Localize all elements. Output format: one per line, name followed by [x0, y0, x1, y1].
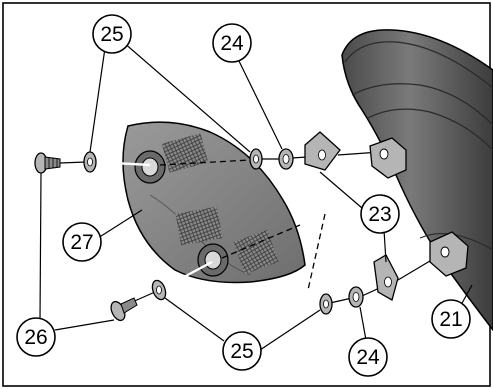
callout-25-bottom: 25 — [222, 331, 262, 371]
bracket-bottom-icon — [429, 231, 469, 277]
washer-25-top-right-icon — [249, 148, 263, 170]
washer-24-top-icon — [278, 148, 294, 170]
bracket-top-icon — [369, 137, 407, 179]
screw-bottom-icon — [110, 297, 138, 322]
callout-23: 23 — [360, 194, 400, 234]
clip-nut-bottom-icon — [373, 254, 399, 301]
clip-nut-top-icon — [304, 131, 341, 171]
assembly-axis-lines — [59, 151, 441, 304]
callout-25-top: 25 — [92, 14, 132, 54]
callout-25-bottom-label: 25 — [230, 340, 253, 363]
callout-26: 26 — [16, 317, 56, 357]
washer-25-top-left-icon — [83, 151, 97, 173]
callout-21-label: 21 — [439, 308, 462, 331]
callout-24-top: 24 — [212, 23, 252, 63]
callout-26-label: 26 — [24, 326, 47, 349]
callout-21: 21 — [431, 299, 471, 339]
washer-25-bottom-right-icon — [319, 293, 333, 315]
screw-top-icon — [34, 152, 61, 174]
callout-25-top-label: 25 — [100, 23, 123, 46]
callout-24-top-label: 24 — [220, 32, 244, 55]
washer-24-bottom-icon — [348, 286, 364, 308]
callout-27-label: 27 — [70, 231, 93, 254]
callout-27: 27 — [62, 222, 102, 262]
callout-24-bottom-label: 24 — [356, 346, 380, 369]
callout-23-label: 23 — [368, 203, 391, 226]
washer-25-bottom-left-icon — [151, 279, 167, 301]
callout-24-bottom: 24 — [348, 337, 388, 377]
